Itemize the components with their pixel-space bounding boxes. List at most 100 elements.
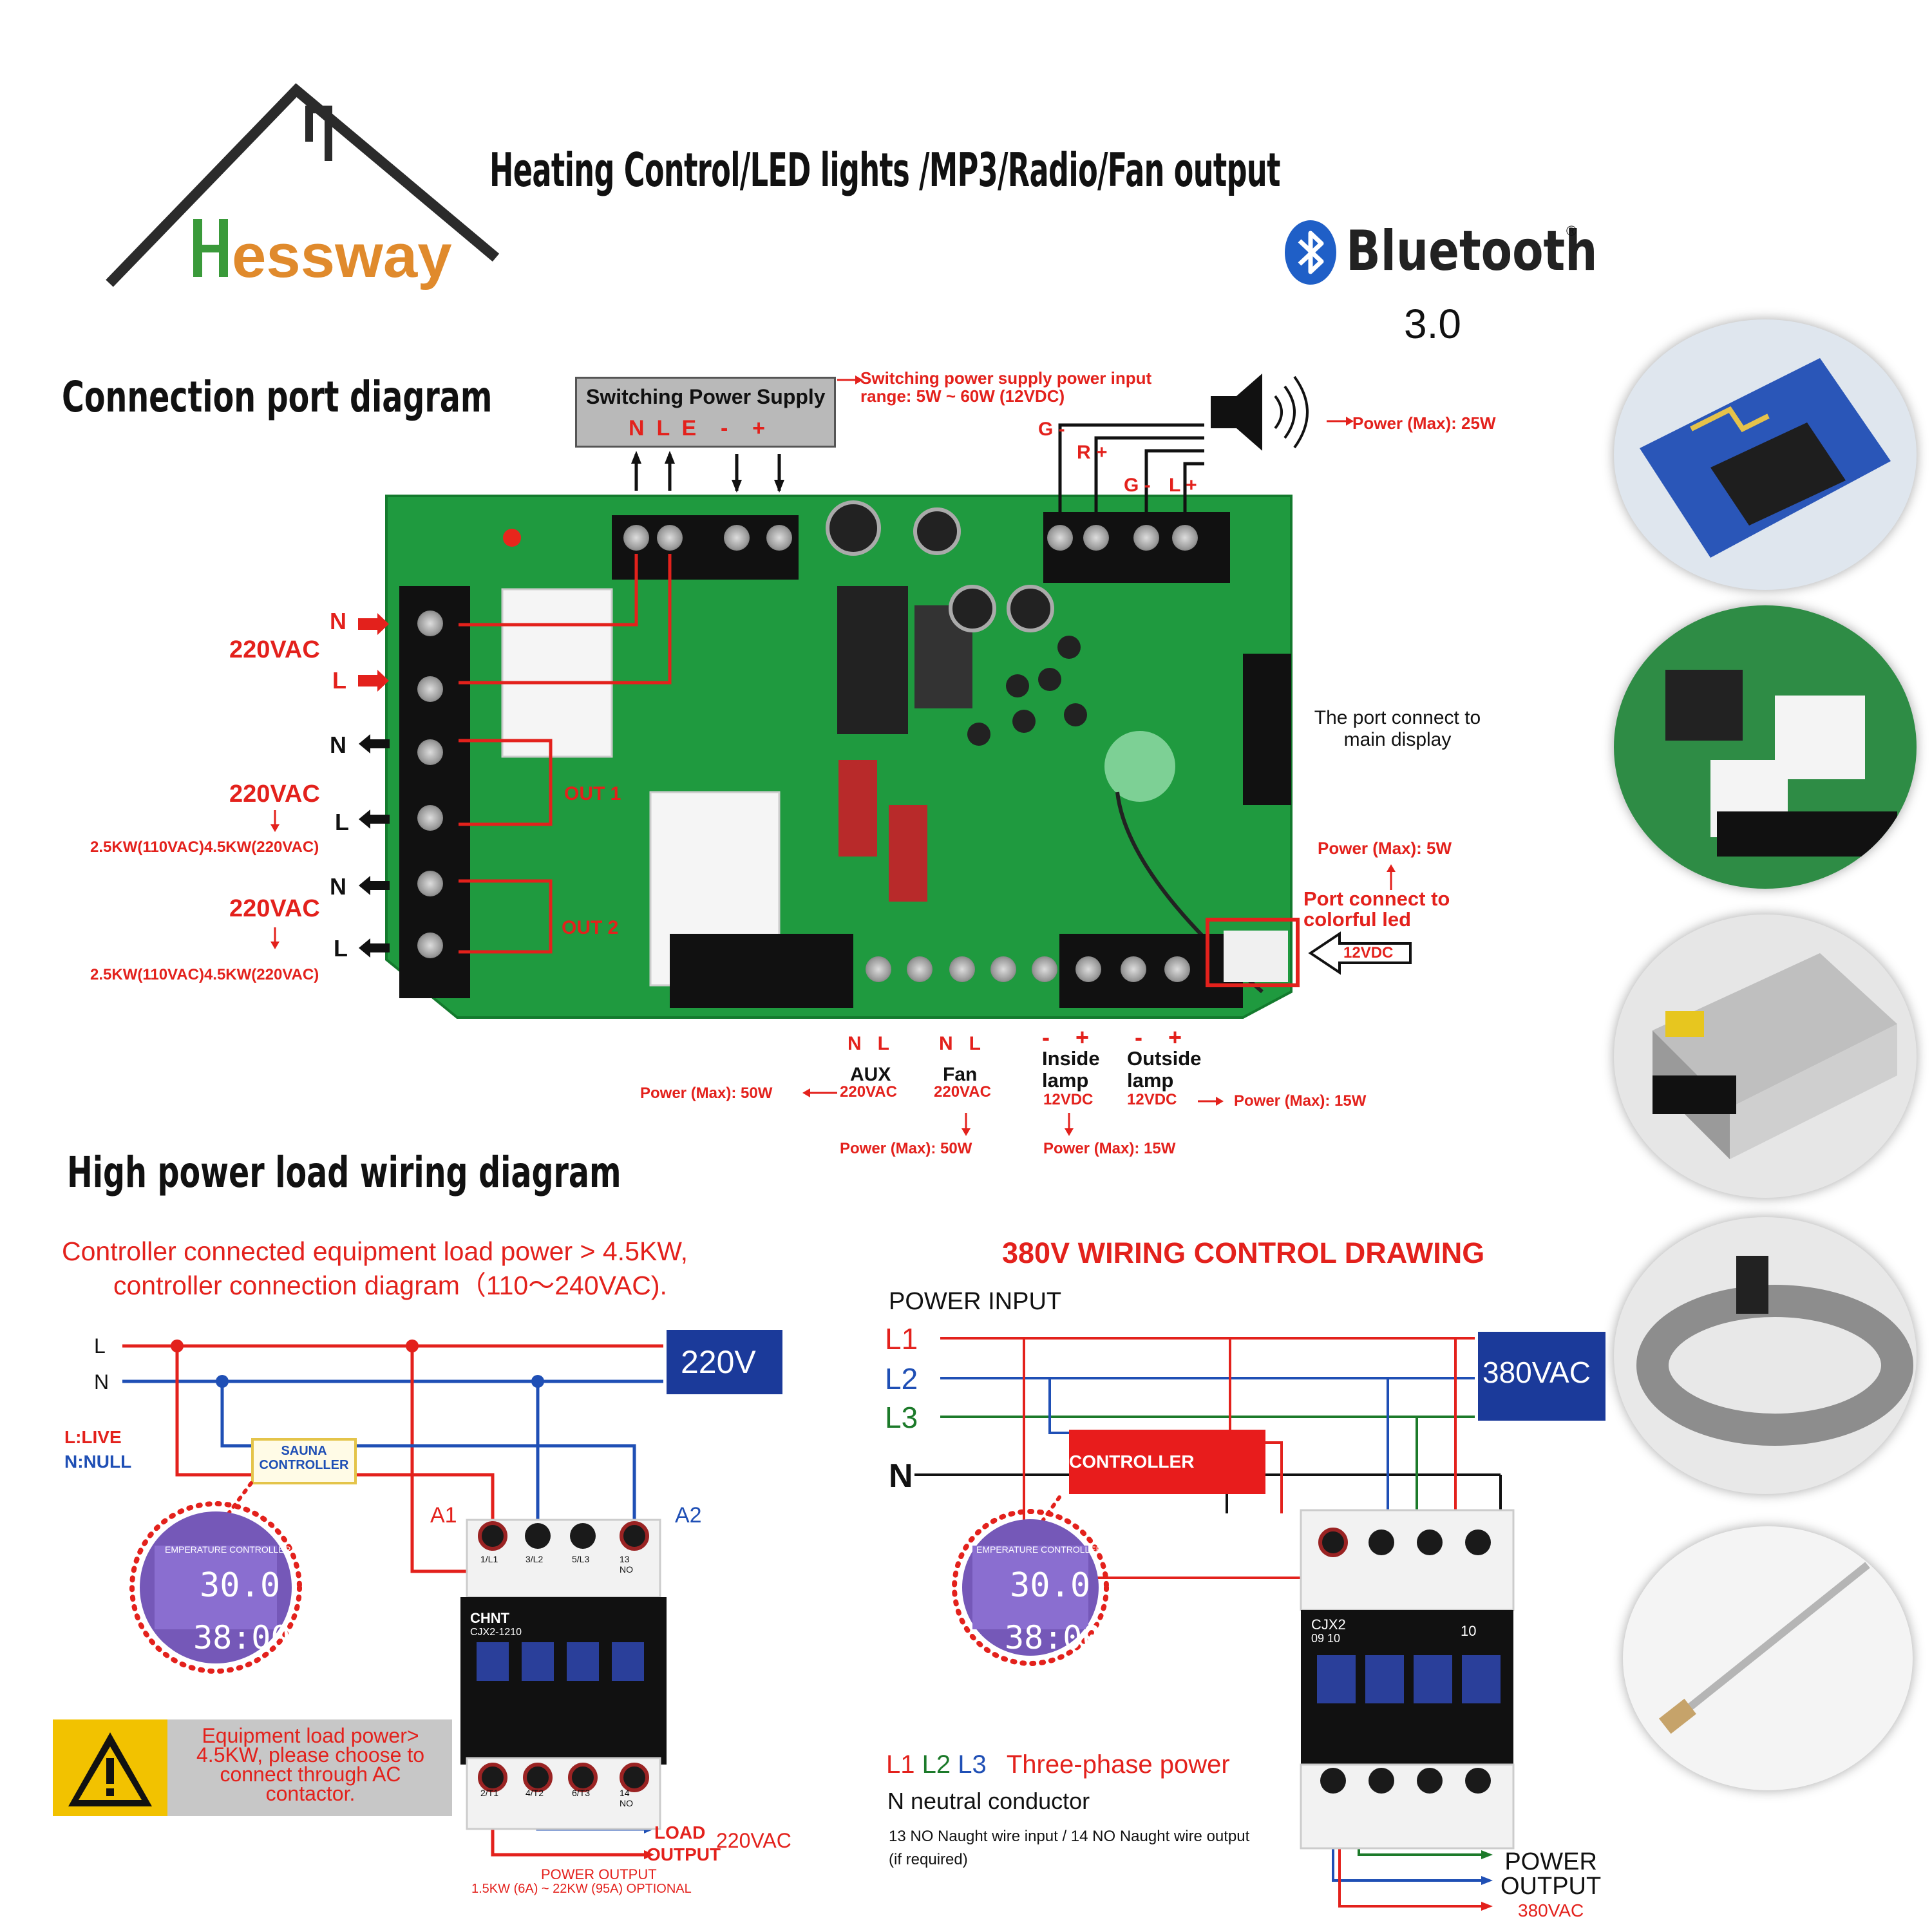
psu-note-1: Switching power supply power input bbox=[860, 368, 1152, 388]
label-n2: N bbox=[330, 732, 346, 758]
photo-antenna bbox=[1623, 1526, 1913, 1790]
three-phase-legend: L1 L2 L3 Three-phase power bbox=[886, 1750, 1230, 1779]
terminal-screw bbox=[990, 956, 1016, 982]
terminal-screw bbox=[866, 956, 891, 982]
left-top-term-1: 1/L1 bbox=[480, 1554, 498, 1564]
label-kw-2: 2.5KW(110VAC)4.5KW(220VAC) bbox=[90, 966, 319, 983]
terminal-screw bbox=[1083, 525, 1109, 551]
left-top-term-3: 5/L3 bbox=[572, 1554, 590, 1564]
label-220vac-1: 220VAC bbox=[229, 636, 320, 663]
left-L-label: L bbox=[94, 1334, 106, 1358]
inside-power: Power (Max): 15W bbox=[1043, 1140, 1176, 1157]
aux-volt: 220VAC bbox=[840, 1083, 897, 1101]
inside-label-1: Inside bbox=[1042, 1047, 1100, 1070]
load-volt: 220VAC bbox=[716, 1829, 791, 1852]
legend-L2: L2 bbox=[922, 1750, 951, 1779]
label-l2: L bbox=[335, 809, 349, 835]
left-bottom-term-1: 2/T1 bbox=[480, 1788, 499, 1798]
left-top-term-4: 13 NO bbox=[620, 1554, 633, 1575]
left-display-head: EMPERATURE CONTROLLER bbox=[165, 1544, 291, 1555]
left-N-label: N bbox=[94, 1370, 109, 1394]
led-port-label: Port connect to colorful led bbox=[1303, 887, 1450, 931]
label-out1: OUT 1 bbox=[564, 783, 621, 804]
fan-nl: N L bbox=[939, 1033, 981, 1054]
led-volt: 12VDC bbox=[1343, 944, 1394, 961]
power-input-label: POWER INPUT bbox=[889, 1288, 1062, 1315]
left-220v-label: 220V bbox=[681, 1344, 756, 1380]
outside-power: Power (Max): 15W bbox=[1234, 1092, 1367, 1110]
hessway-logo: essway bbox=[106, 83, 500, 290]
label-out2: OUT 2 bbox=[562, 917, 619, 938]
section-high-power: High power load wiring diagram bbox=[67, 1148, 621, 1197]
controller-label: CONTROLLER bbox=[1069, 1452, 1195, 1472]
bluetooth-icon bbox=[1285, 220, 1336, 285]
legend-L1: L1 bbox=[886, 1750, 915, 1779]
page-title: Heating Control/LED lights /MP3/Radio/Fa… bbox=[489, 143, 1280, 197]
a1-label: A1 bbox=[430, 1503, 457, 1528]
left-power-output: POWER OUTPUT bbox=[541, 1866, 657, 1882]
label-n1: N bbox=[330, 608, 346, 634]
right-wiring-diagram bbox=[914, 1332, 1605, 1911]
fan-label: Fan bbox=[943, 1064, 978, 1085]
left-display-temp: 30.0 bbox=[200, 1566, 281, 1605]
right-display-head: EMPERATURE CONTROLLER bbox=[976, 1544, 1103, 1555]
led-power: Power (Max): 5W bbox=[1318, 838, 1452, 858]
photo-power-supply bbox=[1614, 914, 1917, 1198]
legend-L3: L3 bbox=[958, 1750, 987, 1779]
bluetooth-version: 3.0 bbox=[1404, 301, 1461, 347]
terminal-screw bbox=[1032, 956, 1057, 982]
right-L3-label: L3 bbox=[885, 1401, 918, 1434]
right-power-output: POWER OUTPUT 380VAC bbox=[1501, 1848, 1602, 1920]
left-top-term-2: 3/L2 bbox=[526, 1554, 544, 1564]
left-contactor-brand: CHNT bbox=[470, 1610, 510, 1626]
label-l1: L bbox=[332, 667, 346, 694]
terminal-screw bbox=[1121, 956, 1146, 982]
inside-label-2: lamp bbox=[1042, 1069, 1089, 1092]
left-contactor-model: CJX2-1210 bbox=[470, 1627, 522, 1638]
terminal-screw bbox=[724, 525, 750, 551]
right-N-label: N bbox=[889, 1457, 913, 1495]
outside-volt: 12VDC bbox=[1127, 1091, 1177, 1108]
right-note-2: (if required) bbox=[889, 1851, 968, 1868]
legend-three-phase: Three-phase power bbox=[1006, 1750, 1230, 1779]
label-l3: L bbox=[334, 935, 348, 961]
bluetooth-reg: ® bbox=[1566, 223, 1577, 239]
terminal-screw bbox=[417, 611, 443, 636]
load-label-1: LOAD bbox=[654, 1823, 706, 1842]
psu-terminals: N L E - + bbox=[629, 416, 765, 440]
fan-volt: 220VAC bbox=[934, 1083, 991, 1101]
right-L1-label: L1 bbox=[885, 1322, 918, 1356]
speaker-term-4: L + bbox=[1169, 475, 1197, 496]
psu-label: Switching Power Supply bbox=[586, 385, 826, 408]
right-display-time: 38:00 bbox=[1005, 1619, 1102, 1656]
outside-label-1: Outside bbox=[1127, 1047, 1202, 1070]
bluetooth-label: Bluetooth bbox=[1346, 219, 1598, 283]
speaker-term-3: G - bbox=[1124, 475, 1151, 496]
right-380vac-label: 380VAC bbox=[1482, 1356, 1591, 1389]
right-heading: 380V WIRING CONTROL DRAWING bbox=[1002, 1236, 1485, 1269]
terminal-screw bbox=[766, 525, 792, 551]
fan-power: Power (Max): 50W bbox=[840, 1140, 972, 1157]
label-220vac-3: 220VAC bbox=[229, 895, 320, 922]
right-contactor-model-3: 10 bbox=[1461, 1623, 1477, 1639]
left-heading-1: Controller connected equipment load powe… bbox=[62, 1236, 688, 1266]
outside-pm: - + bbox=[1135, 1024, 1182, 1050]
label-220vac-2: 220VAC bbox=[229, 781, 320, 808]
terminal-screw bbox=[417, 871, 443, 896]
terminal-screw bbox=[657, 525, 683, 551]
terminal-screw bbox=[1164, 956, 1190, 982]
left-bottom-term-4: 14 NO bbox=[620, 1788, 633, 1808]
left-bottom-term-3: 6/T3 bbox=[572, 1788, 591, 1798]
inside-volt: 12VDC bbox=[1043, 1091, 1094, 1108]
terminal-screw bbox=[1133, 525, 1159, 551]
aux-label: AUX bbox=[850, 1064, 891, 1085]
controller-pcb bbox=[385, 495, 1293, 1019]
terminal-screw bbox=[1075, 956, 1101, 982]
speaker-term-2: R + bbox=[1077, 442, 1108, 463]
a2-label: A2 bbox=[675, 1503, 702, 1528]
right-contactor-model-2: 09 10 bbox=[1311, 1632, 1341, 1645]
right-L2-label: L2 bbox=[885, 1362, 918, 1396]
switching-power-supply-box: Switching Power Supply N L E - + bbox=[575, 377, 836, 448]
legend-neutral: N neutral conductor bbox=[887, 1788, 1090, 1814]
left-bottom-term-2: 4/T2 bbox=[526, 1788, 544, 1798]
